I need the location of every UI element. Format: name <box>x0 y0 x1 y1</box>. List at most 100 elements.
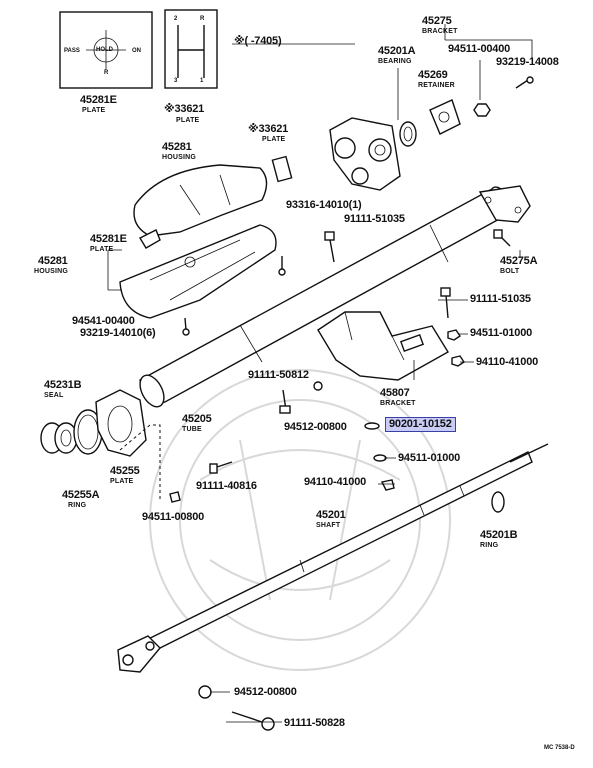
part-number-94512-00800[interactable]: 94512-00800 <box>284 421 347 433</box>
shaft-45201-drawing <box>117 443 549 673</box>
gear-label-3: 3 <box>174 78 178 84</box>
part-number-91111-50812[interactable]: 91111-50812 <box>248 369 309 381</box>
column-flange-drawing <box>478 185 531 223</box>
part-number-45231b[interactable]: 45231B <box>44 379 82 391</box>
part-number-45255a[interactable]: 45255A <box>62 489 100 501</box>
housing-45281-lower-drawing <box>119 224 277 319</box>
leader-lines-right <box>378 299 474 485</box>
leader-45275 <box>444 24 533 60</box>
plate-label-on: ON <box>132 48 141 54</box>
part-number-45205[interactable]: 45205 <box>182 413 212 425</box>
part-name-45201a: BEARING <box>378 58 412 65</box>
plate-45255-drawing <box>95 389 147 457</box>
plate-45281e-small-drawing <box>139 229 161 249</box>
part-number-45201b[interactable]: 45201B <box>480 529 518 541</box>
part-name-45205: TUBE <box>182 426 202 433</box>
gear-label-r: R <box>200 16 205 22</box>
part-number-45281[interactable]: 45281 <box>162 141 192 153</box>
part-number-94512-00800b[interactable]: 94512-00800 <box>234 686 297 698</box>
bolt-91111-50812-drawing <box>279 389 291 414</box>
part-number-94541-00400[interactable]: 94541-00400 <box>72 315 135 327</box>
bearing-45201a-drawing <box>399 121 417 147</box>
part-number-45269[interactable]: 45269 <box>418 69 448 81</box>
part-number-45201a[interactable]: 45201A <box>378 45 416 57</box>
dashed-leader <box>119 424 161 500</box>
part-number-91111-50828[interactable]: 91111-50828 <box>284 717 345 729</box>
part-number-45281e-small[interactable]: 45281E <box>90 233 127 245</box>
plate-45281e-drawing <box>59 11 153 89</box>
bolt-45275a-drawing <box>493 229 511 247</box>
ring-45255a-drawing <box>73 409 103 455</box>
part-name-45201: SHAFT <box>316 522 341 529</box>
part-number-45275a[interactable]: 45275A <box>500 255 538 267</box>
part-number-94110-41000[interactable]: 94110-41000 <box>476 356 539 368</box>
part-name-45281e: PLATE <box>82 107 106 114</box>
part-name-45231b: SEAL <box>44 392 64 399</box>
part-number-90201-10152-highlighted[interactable]: 90201-10152 <box>385 417 456 432</box>
nut-94512-00800-drawing <box>313 381 323 391</box>
screw-93219-14010-drawing <box>182 317 190 336</box>
part-number-33621[interactable]: ※33621 <box>164 103 205 115</box>
part-name-45201b: RING <box>480 542 499 549</box>
part-name-45807: BRACKET <box>380 400 416 407</box>
part-name-45281-lower: HOUSING <box>34 268 69 275</box>
part-number-94511-00800[interactable]: 94511-00800 <box>142 511 205 523</box>
part-number-94511-00400[interactable]: 94511-00400 <box>448 43 511 55</box>
bolt-91111-51035-drawing <box>324 231 335 263</box>
part-number-94511-01000b[interactable]: 94511-01000 <box>398 452 461 464</box>
part-name-45255a: RING <box>68 502 87 509</box>
gear-label-1: 1 <box>200 78 204 84</box>
nut-94110-41000b-drawing <box>380 479 395 491</box>
part-name-45281: HOUSING <box>162 154 197 161</box>
part-number-91111-51035[interactable]: 91111-51035 <box>344 213 405 225</box>
part-number-91111-51035b[interactable]: 91111-51035 <box>470 293 531 305</box>
retainer-45269-drawing <box>429 99 461 135</box>
part-number-93316-14010[interactable]: 93316-14010(1) <box>286 199 362 211</box>
part-name-33621-small: PLATE <box>262 136 286 143</box>
diagram-code: MC 7538-D <box>544 745 575 751</box>
part-name-45275: BRACKET <box>422 28 458 35</box>
plate-33621-small-drawing <box>271 155 293 183</box>
seal-45231b-drawing <box>40 422 78 454</box>
bolt-90201-10152-drawing <box>364 422 380 430</box>
part-number-45281-lower[interactable]: 45281 <box>38 255 68 267</box>
plate-label-r: R <box>104 70 109 76</box>
part-name-33621: PLATE <box>176 117 200 124</box>
part-name-45269: RETAINER <box>418 82 455 89</box>
part-number-94110-41000b[interactable]: 94110-41000 <box>304 476 367 488</box>
part-name-45275a: BOLT <box>500 268 520 275</box>
plate-33621-drawing <box>164 9 218 89</box>
part-name-45281e-small: PLATE <box>90 246 114 253</box>
part-number-45281e[interactable]: 45281E <box>80 94 117 106</box>
nut-94110-41000-drawing <box>451 355 465 367</box>
nut-94511-01000-drawing <box>447 329 461 341</box>
ring-45201b-drawing <box>491 491 505 513</box>
bracket-45275-drawing <box>329 117 401 191</box>
bolt-91111-40816-drawing <box>209 461 233 474</box>
part-number-45255[interactable]: 45255 <box>110 465 140 477</box>
part-number-45807[interactable]: 45807 <box>380 387 410 399</box>
housing-45281-upper-drawing <box>133 164 268 237</box>
bracket-45807-drawing <box>317 311 449 381</box>
part-name-45255: PLATE <box>110 478 134 485</box>
nut-94511-00800-drawing <box>169 491 181 503</box>
nut-94512-00800b-drawing <box>198 685 212 699</box>
part-number-33621-small[interactable]: ※33621 <box>248 123 289 135</box>
part-number-94511-01000[interactable]: 94511-01000 <box>470 327 533 339</box>
part-number-45275[interactable]: 45275 <box>422 15 452 27</box>
bracket-housing-group <box>107 249 122 291</box>
serial-range-note: ※( -7405) <box>234 35 282 47</box>
leader-lines-mid <box>413 250 521 380</box>
gear-label-2: 2 <box>174 16 178 22</box>
part-number-93219-14010[interactable]: 93219-14010(6) <box>80 327 156 339</box>
part-number-93219-14008[interactable]: 93219-14008 <box>496 56 559 68</box>
bolt-91111-50828-drawing <box>231 711 275 731</box>
screw-93316-14010-drawing <box>278 256 286 276</box>
part-number-91111-40816[interactable]: 91111-40816 <box>196 480 257 492</box>
nut-94511-00400-drawing <box>473 103 491 117</box>
plate-label-hold: HOLD <box>96 47 113 53</box>
screw-93219-14008-drawing <box>515 76 534 89</box>
watermark-emblem <box>149 369 451 671</box>
part-number-45201[interactable]: 45201 <box>316 509 346 521</box>
